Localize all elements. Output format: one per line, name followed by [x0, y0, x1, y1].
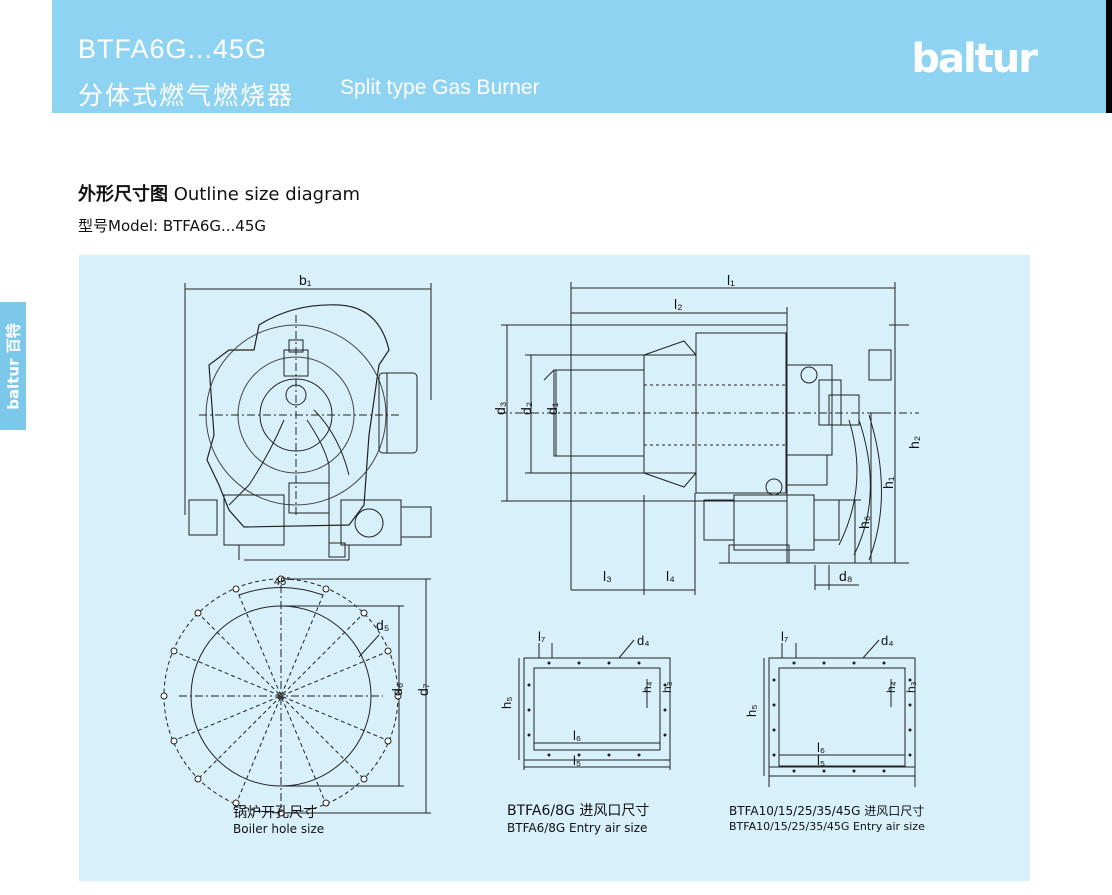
dim-d6: d₆: [389, 683, 405, 696]
side-tab-logo: baltur 百特: [4, 322, 23, 410]
side-tab: baltur 百特: [0, 302, 26, 430]
caption-entry-small-cn: BTFA6/8G 进风口尺寸: [507, 803, 649, 819]
dim-d3: d₃: [492, 402, 508, 416]
section-title: 外形尺寸图 Outline size diagram: [78, 180, 360, 206]
small-dim-l5: l₅: [573, 753, 581, 768]
caption-boiler-hole-en: Boiler hole size: [233, 822, 324, 836]
large-dim-l7: l₇: [781, 629, 789, 644]
large-dim-d4: d₄: [881, 633, 894, 648]
boiler-hole-view: [163, 578, 431, 814]
caption-entry-small-en: BTFA6/8G Entry air size: [507, 821, 647, 835]
small-dim-h4: h₄: [640, 681, 654, 693]
caption-entry-large-cn: BTFA10/15/25/35/45G 进风口尺寸: [729, 804, 924, 818]
dim-h1: h₁: [880, 476, 896, 489]
diagram-panel: b₁ l₁ l₂ l₃ l₄ d₈ d₃ d₂ d₁ h₂ h₁ h₆ 45° …: [79, 255, 1030, 881]
small-dim-h5: h₅: [499, 697, 514, 709]
model-code-title: BTFA6G...45G: [78, 34, 268, 64]
dim-l1: l₁: [727, 272, 735, 288]
dim-h6: h₆: [856, 516, 872, 529]
large-dim-l6: l₆: [817, 740, 825, 755]
page-header: BTFA6G...45G 分体式燃气燃烧器 Split type Gas Bur…: [52, 0, 1112, 113]
dim-d7: d₇: [415, 683, 431, 696]
dim-d1: d₁: [544, 402, 560, 415]
dim-d2: d₂: [518, 402, 534, 415]
dim-l4: l₄: [666, 568, 675, 584]
small-dim-h3: h₃: [660, 681, 674, 693]
model-line: 型号Model: BTFA6G...45G: [78, 217, 267, 235]
large-dim-h5: h₅: [744, 705, 759, 717]
dim-d5: d₅: [376, 617, 389, 633]
product-title-cn: 分体式燃气燃烧器: [78, 81, 295, 110]
outline-diagram: b₁ l₁ l₂ l₃ l₄ d₈ d₃ d₂ d₁ h₂ h₁ h₆ 45° …: [160, 272, 925, 836]
entry-air-large-holes: [772, 661, 912, 773]
side-view: [499, 282, 919, 595]
angle-45: 45°: [274, 576, 291, 588]
small-dim-l7: l₇: [538, 629, 546, 644]
dim-b1: b₁: [299, 272, 312, 288]
caption-boiler-hole-cn: 锅炉开孔尺寸: [233, 805, 317, 821]
section-title-en: Outline size diagram: [173, 184, 361, 205]
small-dim-d4: d₄: [637, 633, 650, 648]
bolt-holes: [160, 575, 402, 817]
entry-air-small-holes: [527, 661, 667, 757]
small-dim-l6: l₆: [573, 728, 581, 743]
entry-air-large-view: [763, 639, 916, 787]
dim-l3: l₃: [603, 568, 612, 584]
brand-logo: baltur: [911, 36, 1038, 82]
large-dim-h3: h₃: [904, 681, 918, 693]
section-title-cn: 外形尺寸图: [78, 184, 168, 205]
product-title-en: Split type Gas Burner: [340, 76, 540, 99]
dim-h2: h₂: [906, 436, 922, 449]
front-view: [184, 283, 432, 561]
dim-d8: d₈: [839, 568, 853, 584]
caption-entry-large-en: BTFA10/15/25/35/45G Entry air size: [729, 820, 925, 833]
large-dim-l5: l₅: [817, 753, 825, 768]
header-edge-strip: [1106, 0, 1112, 113]
large-dim-h4: h₄: [884, 681, 898, 693]
entry-air-small-view: [518, 639, 671, 770]
dim-l2: l₂: [674, 296, 683, 312]
